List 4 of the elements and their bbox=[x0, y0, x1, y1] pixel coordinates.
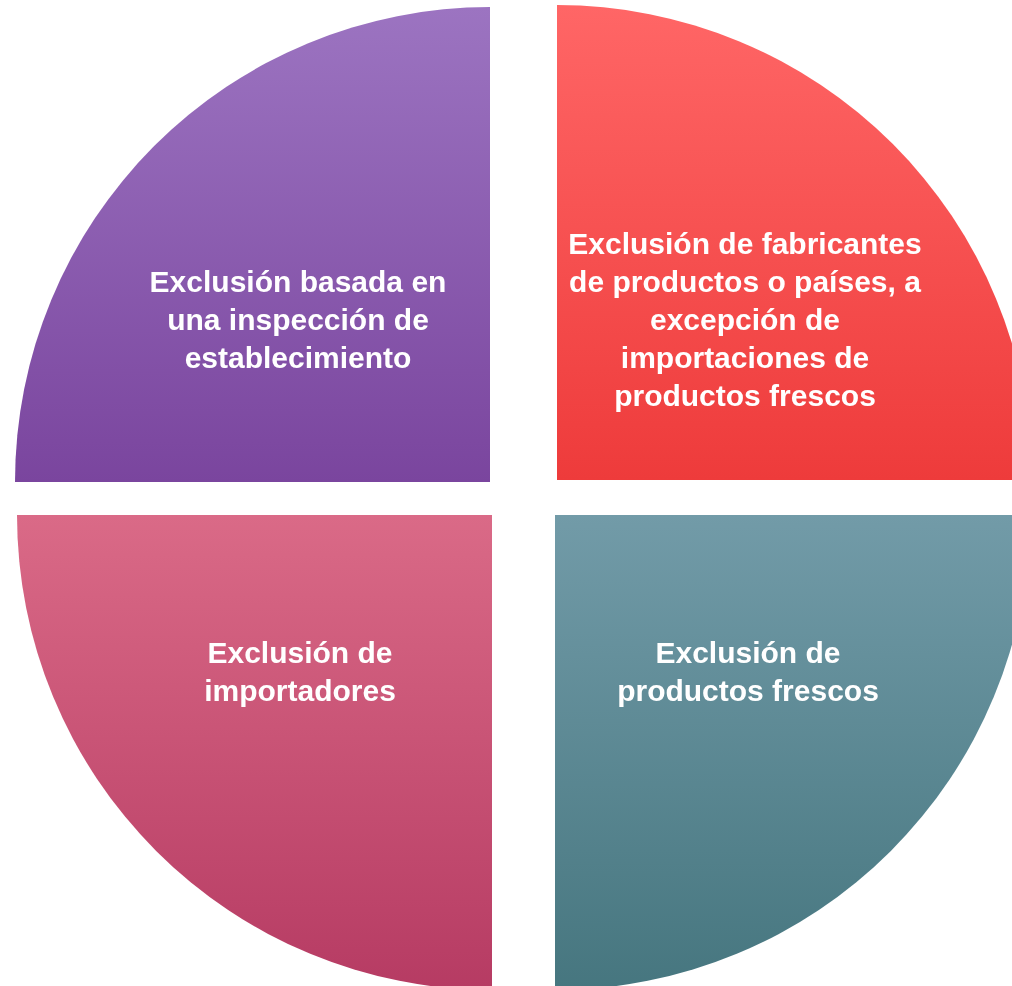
sector-label: Exclusión de importadores bbox=[203, 635, 397, 709]
sector-label: Exclusión de productos frescos bbox=[616, 635, 880, 709]
sector-label: Exclusión basada en una inspección de establecimiento bbox=[148, 264, 448, 376]
sector-label: Exclusión de fabricantes de productos o países, a excepción de importaciones de productos frescos bbox=[567, 226, 923, 414]
